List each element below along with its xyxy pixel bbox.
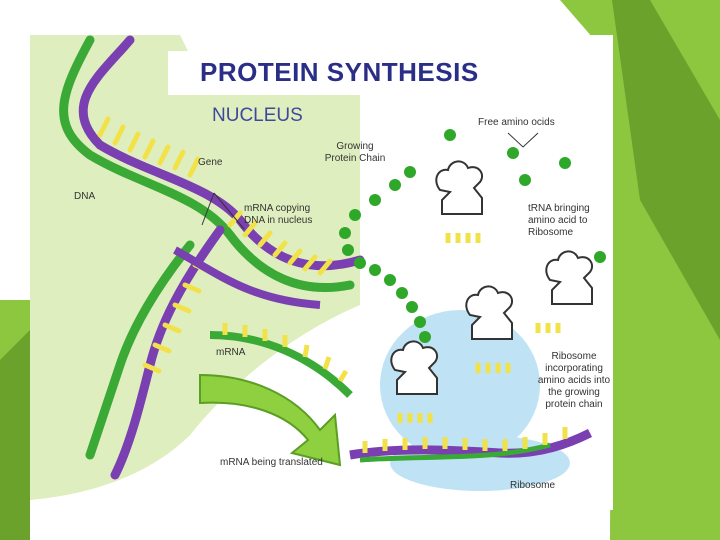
amino-acid-bead	[369, 264, 381, 276]
amino-acid-bead	[594, 251, 606, 263]
growing-chain-label: Growing Protein Chain	[318, 141, 392, 165]
diagram-artwork	[30, 35, 606, 500]
amino-acid-bead	[406, 301, 418, 313]
mrna-translated-label: mRNA being translated	[220, 457, 323, 468]
trna-molecule	[390, 340, 439, 395]
mrna-fragment	[209, 323, 353, 398]
amino-acid-bead	[339, 227, 351, 239]
mrna-copy-strand	[173, 246, 321, 309]
amino-acid-bead	[404, 166, 416, 178]
amino-acid-bead	[444, 129, 456, 141]
slide-title: PROTEIN SYNTHESIS	[200, 57, 479, 87]
amino-acid-beads	[339, 129, 606, 343]
green-ribbon-dark	[612, 0, 720, 340]
translation-arrow	[199, 373, 342, 467]
amino-acid-bead	[384, 274, 396, 286]
ribosome-label: Ribosome	[510, 480, 556, 491]
ribosome-inc-line-4: the growing	[548, 387, 600, 398]
mrna-copying-label: mRNA copying DNA in nucleus	[244, 203, 312, 227]
trna-anticodons	[397, 233, 561, 423]
trna-line-2: amino acid to	[528, 215, 588, 226]
amino-acid-bead	[342, 244, 354, 256]
trna-molecules	[390, 160, 594, 395]
trna-molecule	[435, 160, 484, 215]
trna-line-3: Ribosome	[528, 227, 574, 238]
ribosome-inc-line-3: amino acids into	[537, 375, 611, 386]
trna-line-1: tRNA bringing	[528, 203, 590, 214]
amino-acid-bead	[396, 287, 408, 299]
green-ribbon-left-dark	[0, 330, 30, 540]
dna-double-helix	[59, 35, 365, 480]
dna-label: DNA	[74, 191, 96, 202]
amino-acid-bead	[419, 331, 431, 343]
amino-acid-bead	[559, 157, 571, 169]
protein-synthesis-diagram: PROTEIN SYNTHESIS NUCLEUS Free amino oci…	[30, 35, 613, 510]
growing-chain-line-2: Protein Chain	[324, 153, 386, 164]
mrna-label: mRNA	[216, 347, 246, 358]
ribosome-incorporating-label: Ribosome incorporating amino acids into …	[534, 351, 613, 411]
mrna-being-translated	[349, 427, 593, 463]
mrna-copying-line-2: DNA in nucleus	[244, 215, 313, 226]
nucleus-label: NUCLEUS	[212, 105, 303, 126]
ribosome-inc-line-5: protein chain	[545, 399, 603, 410]
label-pointers	[201, 132, 539, 230]
amino-acid-bead	[349, 209, 361, 221]
amino-acid-bead	[354, 257, 366, 269]
amino-acid-bead	[507, 147, 519, 159]
title-backdrop	[168, 51, 580, 95]
amino-acid-bead	[414, 316, 426, 328]
gene-label: Gene	[198, 157, 223, 168]
amino-acid-bead	[519, 174, 531, 186]
growing-chain-line-1: Growing	[336, 141, 374, 152]
trna-molecule	[465, 285, 514, 340]
ribosome-inc-line-1: Ribosome	[551, 351, 597, 362]
free-amino-acids-label: Free amino ocids	[478, 117, 555, 128]
ribosome-inc-line-2: incorporating	[545, 363, 603, 374]
amino-acid-bead	[369, 194, 381, 206]
trna-label: tRNA bringing amino acid to Ribosome	[528, 203, 590, 239]
trna-molecule	[545, 250, 594, 305]
mrna-copying-line-1: mRNA copying	[244, 203, 311, 214]
amino-acid-bead	[389, 179, 401, 191]
